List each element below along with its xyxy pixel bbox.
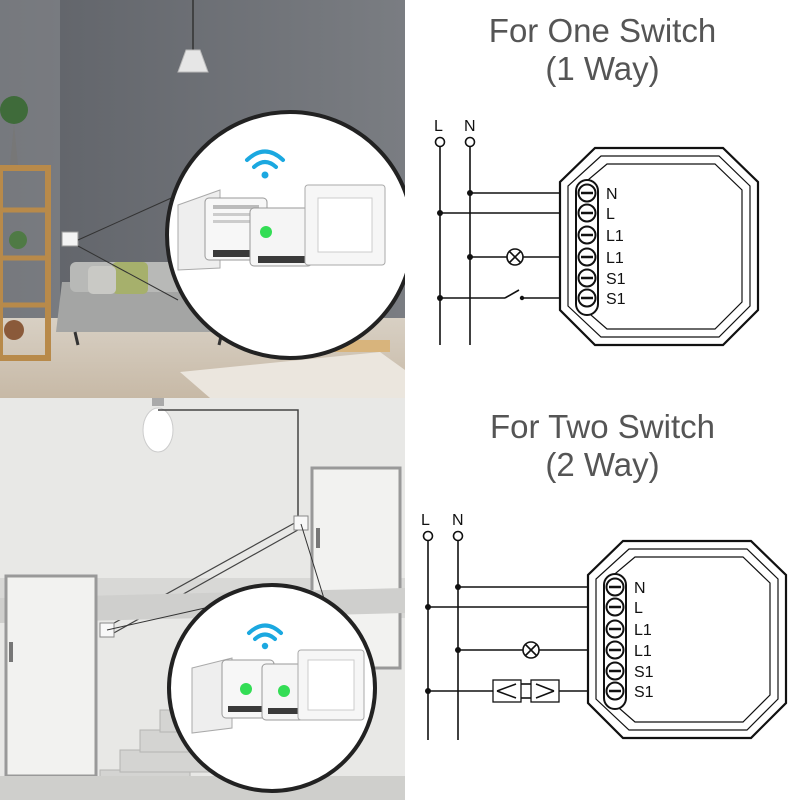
terminal-label: L1 <box>634 643 652 660</box>
plant <box>0 96 28 124</box>
rail-terminal-n <box>464 136 476 148</box>
terminal-label: S1 <box>606 271 626 288</box>
terminal-screw-icon <box>577 225 597 245</box>
terminal-screw-icon <box>605 640 625 660</box>
terminal-screw-icon <box>605 597 625 617</box>
terminal-screw-icon <box>577 203 597 223</box>
wifi-icon <box>247 623 283 650</box>
terminal-label: L <box>634 600 643 617</box>
one-switch-title-line1: For One Switch <box>488 12 717 49</box>
terminal-label: N <box>606 186 618 203</box>
one-switch-terminals: N L L1 L1 S1 S1 <box>577 183 626 308</box>
junction-dots <box>437 190 525 301</box>
module-inner-outline <box>595 548 779 731</box>
zoom-line <box>77 194 179 241</box>
rail-label-n: N <box>452 512 464 529</box>
rail-label-l: L <box>421 512 430 529</box>
bulb-icon <box>142 407 174 453</box>
terminal-screw-icon <box>577 247 597 267</box>
module-outline <box>558 146 760 347</box>
pendant-lamp <box>177 49 209 73</box>
switch-icon <box>504 289 520 299</box>
terminal-label: S1 <box>634 684 654 701</box>
rail-label-n: N <box>464 118 476 135</box>
terminal-screw-icon <box>577 183 597 203</box>
rail-terminal-l <box>422 530 434 542</box>
terminal-label: L <box>606 206 615 223</box>
rail-label-l: L <box>434 118 443 135</box>
terminal-screw-icon <box>605 681 625 701</box>
lamp-icon <box>522 641 540 659</box>
led-indicator <box>278 685 290 697</box>
led-indicator <box>260 226 272 238</box>
terminal-label: N <box>634 580 646 597</box>
two-switch-title-line2: (2 Way) <box>545 446 660 483</box>
terminal-label: L1 <box>606 228 624 245</box>
stairway-illustration <box>0 398 405 800</box>
terminal-label: L1 <box>634 622 652 639</box>
living-room-illustration <box>0 0 405 398</box>
module-outline <box>586 539 788 740</box>
terminal-screw-icon <box>577 288 597 308</box>
led-indicator <box>240 683 252 695</box>
two-switch-terminals: N L L1 L1 S1 S1 <box>605 577 654 701</box>
terminal-label: L1 <box>606 250 624 267</box>
cushion <box>112 262 148 294</box>
rug <box>180 352 405 398</box>
switch-icon <box>530 679 560 703</box>
terminal-label: S1 <box>634 664 654 681</box>
one-switch-title: For One Switch (1 Way) <box>405 12 800 88</box>
one-switch-title-line2: (1 Way) <box>545 50 660 87</box>
ceiling-wire <box>158 409 299 518</box>
terminal-screw-icon <box>605 619 625 639</box>
wall-switch <box>61 231 79 247</box>
shelf <box>0 165 51 361</box>
junction-dots <box>425 584 461 694</box>
two-switch-title-line1: For Two Switch <box>490 408 715 445</box>
lower-door <box>4 574 98 778</box>
stairway-scene <box>0 398 405 800</box>
terminal-screw-icon <box>605 577 625 597</box>
terminal-label: S1 <box>606 291 626 308</box>
two-switch-title: For Two Switch (2 Way) <box>405 408 800 484</box>
zoom-line <box>106 607 206 631</box>
rail-terminal-l <box>434 136 446 148</box>
module-inner-outline <box>567 155 751 338</box>
rail-terminal-n <box>452 530 464 542</box>
terminal-screw-icon <box>577 268 597 288</box>
wifi-icon <box>245 149 285 179</box>
lamp-icon <box>506 248 524 266</box>
terminal-screw-icon <box>605 661 625 681</box>
living-room-scene <box>0 0 405 398</box>
upper-wall-switch <box>293 515 309 531</box>
switch-icon <box>492 679 522 703</box>
